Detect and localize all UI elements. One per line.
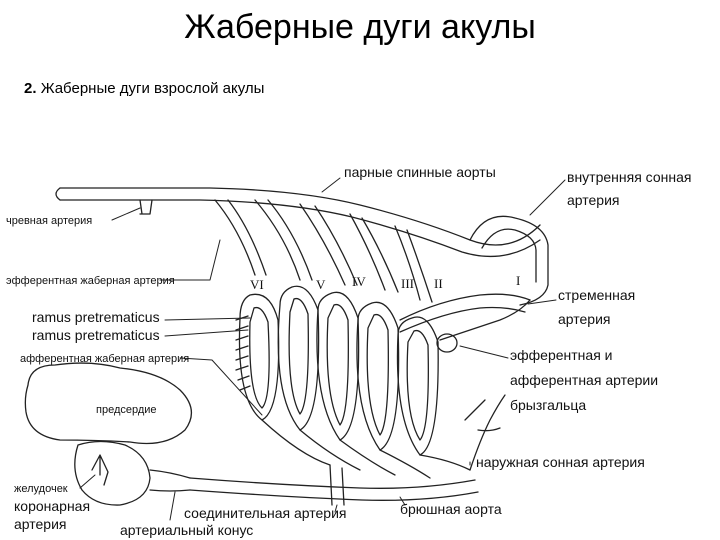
leader-internal-carotid [529, 179, 566, 216]
gill-arch-v [277, 285, 320, 431]
leader-dorsal [321, 177, 341, 193]
leader-ventral-aorta [399, 496, 406, 506]
label-external-carotid: наружная сонная артерия [476, 454, 645, 470]
spiracle-node [436, 333, 458, 353]
leader-conus [169, 491, 176, 521]
label-ramus-pretrematicus-2: ramus pretrematicus [32, 327, 160, 343]
atrium-shape [24, 362, 192, 445]
ventral-aorta-vessel [189, 477, 479, 501]
label-afferent-branchial: афферентная жаберная артерия [20, 353, 189, 365]
slide-title: Жаберные дуги акулы [184, 8, 536, 46]
arch-numeral: IV [352, 274, 366, 289]
label-dorsal-aortae: парные спинные аорты [344, 164, 496, 180]
label-coronary-line1: коронарная [14, 498, 90, 514]
label-conus-arteriosus: артериальный конус [120, 522, 253, 538]
leader-afferent [179, 357, 263, 416]
gill-arch-iv [316, 291, 360, 441]
leader-stomach [79, 474, 96, 489]
subtitle-text: Жаберные дуги взрослой акулы [40, 80, 265, 97]
gill-arch-iii [356, 301, 400, 451]
dorsal-aorta-vessel-inner [59, 199, 541, 258]
leader-connecting [334, 504, 338, 513]
label-spiracle-line1: эфферентная и [510, 347, 613, 363]
label-internal-carotid-line1: внутренняя сонная [567, 169, 691, 185]
label-efferent-branchial: эфферентная жаберная артерия [6, 275, 175, 287]
label-connecting-artery: соединительная артерия [184, 505, 346, 521]
arch-numeral: I [516, 273, 520, 288]
subtitle-number: 2. [24, 80, 37, 97]
figure-subtitle: 2. Жаберные дуги взрослой акулы [24, 80, 264, 97]
dorsal-aorta-vessel [59, 187, 541, 246]
conus-vessel [149, 469, 191, 492]
label-celiac-artery: чревная артерия [6, 215, 92, 227]
label-stapedial-line2: артерия [558, 311, 611, 327]
arch-numeral: VI [250, 277, 264, 292]
label-internal-carotid-line2: артерия [567, 192, 620, 208]
leader-ramus-1 [164, 317, 251, 321]
leader-spiracle [459, 345, 509, 359]
efferent-vessel-ii [394, 225, 433, 303]
arch-numeral: III [401, 276, 414, 291]
leader-ramus-2 [164, 329, 249, 337]
spiracle-vessel [439, 299, 531, 341]
label-stapedial-line1: стременная [558, 287, 635, 303]
arch-numeral: II [434, 276, 443, 291]
efferent-vessel-vi [214, 199, 267, 276]
leader-efferent [159, 239, 221, 281]
label-coronary-line2: артерия [14, 516, 67, 532]
leader-celiac [111, 207, 141, 221]
label-ventricle: желудочек [14, 483, 68, 495]
leader-stapedial [527, 299, 557, 305]
efferent-vessel-iv [299, 203, 358, 286]
external-carotid-vessel [464, 394, 506, 471]
afferent-vessel [261, 419, 471, 479]
label-ramus-pretrematicus-1: ramus pretrematicus [32, 309, 160, 325]
efferent-vessel-iii [349, 213, 399, 293]
ventricle-shape [74, 440, 151, 506]
arch-numeral: V [316, 277, 326, 292]
label-atrium: предсердие [96, 404, 157, 416]
lateral-head-vessel [399, 293, 531, 333]
coronary-branches [91, 454, 109, 486]
internal-carotid-vessel [469, 215, 549, 306]
label-spiracle-line2: афферентная артерии [510, 372, 658, 388]
label-spiracle-line3: брызгальца [510, 397, 586, 413]
gill-arch-ii [396, 316, 439, 456]
label-ventral-aorta: брюшная аорта [400, 501, 502, 517]
efferent-vessel-v [254, 199, 313, 281]
connecting-artery-vessel [329, 464, 345, 506]
celiac-artery-vessel [139, 199, 153, 215]
